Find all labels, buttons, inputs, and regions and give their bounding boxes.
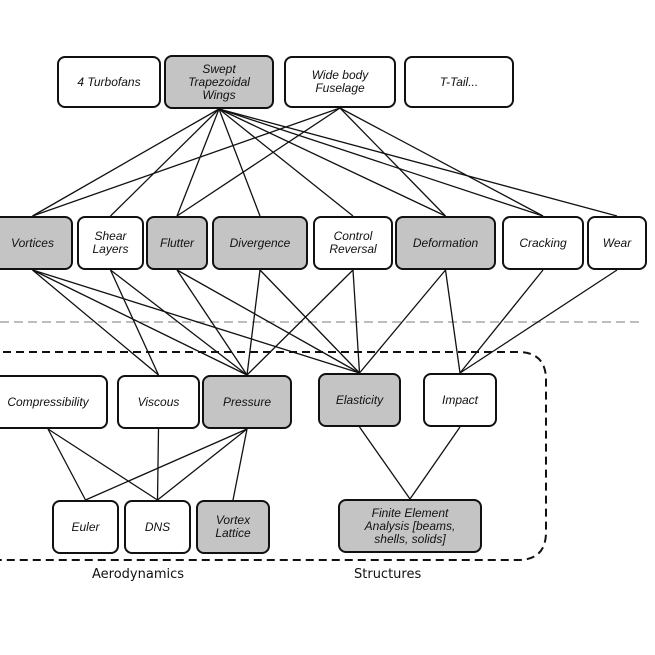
edge-swept-wings-to-wear: [218, 108, 618, 217]
edge-cracking-to-impact: [459, 269, 544, 374]
node-finite-element-analysis: Finite Element Analysis [beams, shells, …: [338, 499, 482, 553]
edge-vortices-to-pressure: [32, 269, 248, 376]
edge-compressibility-to-dns: [47, 428, 158, 501]
node-euler: Euler: [52, 500, 119, 554]
node-vortex-lattice: Vortex Lattice: [196, 500, 270, 554]
node-pressure: Pressure: [202, 375, 292, 429]
node-t-tail: T-Tail...: [404, 56, 514, 108]
node-elasticity: Elasticity: [318, 373, 401, 427]
node-control-reversal: Control Reversal: [313, 216, 393, 270]
node-flutter: Flutter: [146, 216, 208, 270]
analysis-boundary: [0, 351, 547, 561]
edge-swept-wings-to-control-reversal: [218, 108, 354, 217]
edge-swept-wings-to-deformation: [218, 108, 446, 217]
node-cracking: Cracking: [502, 216, 584, 270]
node-swept-trapezoidal-wings: Swept Trapezoidal Wings: [164, 55, 274, 109]
node-deformation: Deformation: [395, 216, 496, 270]
edge-vortices-to-elasticity: [32, 269, 360, 374]
edge-widebody-to-deformation: [339, 107, 446, 217]
edge-impact-to-fea: [409, 426, 461, 500]
node-wear: Wear: [587, 216, 647, 270]
node-impact: Impact: [423, 373, 497, 427]
edge-control-reversal-to-elasticity: [352, 269, 361, 374]
edge-wear-to-impact: [459, 269, 618, 374]
group-label-aerodynamics: Aerodynamics: [92, 567, 185, 582]
edge-swept-wings-to-flutter: [176, 108, 220, 217]
node-wide-body-fuselage: Wide body Fuselage: [284, 56, 396, 108]
edge-shear-layers-to-pressure: [110, 269, 248, 376]
node-vortices: Vortices: [0, 216, 73, 270]
edge-pressure-to-vortex-lattice: [232, 428, 248, 501]
edge-shear-layers-to-viscous: [109, 269, 160, 376]
edge-swept-wings-to-shear-layers: [110, 108, 220, 217]
node-dns: DNS: [124, 500, 191, 554]
edge-compressibility-to-euler: [47, 428, 87, 501]
node-4-turbofans: 4 Turbofans: [57, 56, 161, 108]
edge-swept-wings-to-cracking: [218, 108, 544, 217]
node-shear-layers: Shear Layers: [77, 216, 144, 270]
node-compressibility: Compressibility: [0, 375, 108, 429]
edge-deformation-to-impact: [444, 269, 461, 374]
edge-divergence-to-elasticity: [259, 269, 360, 374]
edge-widebody-to-vortices: [32, 107, 341, 217]
edge-pressure-to-dns: [157, 428, 248, 501]
edge-control-reversal-to-pressure: [246, 269, 354, 376]
edge-widebody-to-flutter: [176, 107, 341, 217]
edge-pressure-to-euler: [85, 428, 248, 501]
group-label-structures: Structures: [354, 567, 422, 582]
edge-flutter-to-pressure: [176, 269, 248, 376]
edge-divergence-to-pressure: [246, 269, 261, 376]
edge-deformation-to-elasticity: [359, 269, 446, 374]
edge-viscous-to-dns: [156, 428, 160, 501]
edge-flutter-to-elasticity: [176, 269, 360, 374]
node-viscous: Viscous: [117, 375, 200, 429]
edge-elasticity-to-fea: [358, 426, 411, 500]
edge-widebody-to-cracking: [339, 107, 544, 217]
node-divergence: Divergence: [212, 216, 308, 270]
edge-vortices-to-viscous: [32, 269, 159, 376]
edge-swept-wings-to-divergence: [218, 108, 261, 217]
edge-swept-wings-to-vortices: [32, 108, 220, 217]
